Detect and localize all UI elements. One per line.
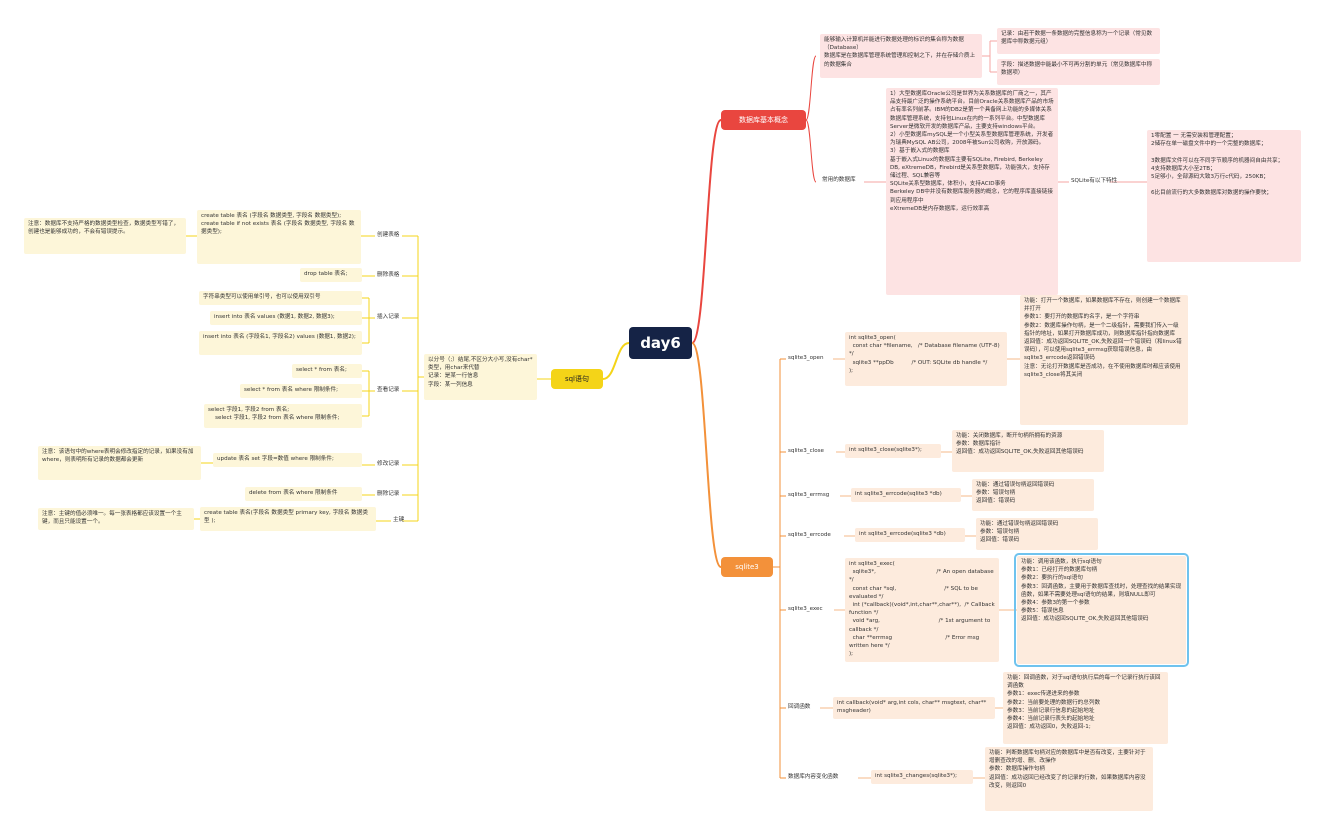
sqlite3-errcode-code[interactable]: int sqlite3_errcode(sqlite3 *db) — [855, 528, 965, 542]
drop-table-node[interactable]: drop table 表名; — [300, 268, 362, 282]
sqlite3-errmsg-desc[interactable]: 功能：通过错误句柄返回错误码 参数：错误句柄 返回值：错误码 — [972, 479, 1094, 511]
connector-line — [691, 119, 722, 344]
query-all-node[interactable]: select * from 表名; — [292, 364, 362, 378]
query-where-node[interactable]: select * from 表名 where 限制条件; — [240, 384, 362, 398]
changes-desc[interactable]: 功能：判断数据库句柄对应的数据库中是否有改变，主要针对于增删查改的增、删、改操作… — [985, 747, 1153, 811]
delete-node[interactable]: delete from 表名 where 限制条件 — [245, 487, 362, 501]
sqlite3-exec-label[interactable]: sqlite3_exec — [788, 606, 823, 612]
sqlite-features-node[interactable]: 1零配置 一 无需安装和管理配置； 2储存在单一磁盘文件中的一个完整的数据库； … — [1147, 130, 1301, 262]
callback-label[interactable]: 回调函数 — [788, 704, 811, 710]
create-table-node[interactable]: create table 表名 (字段名 数据类型, 字段名 数据类型); cr… — [197, 210, 361, 264]
sqlite3-open-label[interactable]: sqlite3_open — [788, 355, 824, 361]
root-node[interactable]: day6 — [629, 327, 692, 359]
sqlite3-node[interactable]: sqlite3 — [721, 557, 773, 577]
sqlite3-errmsg-label[interactable]: sqlite3_errmsg — [788, 492, 830, 498]
callback-code[interactable]: int callback(void* arg,int cols, char** … — [833, 697, 995, 719]
sqlite3-errcode-desc[interactable]: 功能：通过错误句柄返回错误码 参数：错误句柄 返回值：错误码 — [976, 518, 1098, 550]
primary-key-node[interactable]: create table 表名(字段名 数据类型 primary key, 字段… — [200, 507, 376, 531]
connector-line — [805, 55, 817, 121]
db-concepts-node[interactable]: 数据库基本概念 — [721, 110, 806, 130]
common-db-label[interactable]: 常用的数据库 — [822, 177, 856, 183]
create-table-label[interactable]: 创建表格 — [377, 232, 400, 238]
sql-node[interactable]: sql语句 — [551, 369, 603, 389]
common-db-node[interactable]: 1）大型数据库Oracle公司是世界为关系数据库的厂商之一，其产品支持最广泛的操… — [886, 88, 1058, 295]
changes-code[interactable]: int sqlite3_changes(sqlite3*); — [871, 770, 973, 784]
insert-values-node[interactable]: insert into 表名 values (数据1, 数据2, 数据3); — [210, 311, 362, 325]
update-node[interactable]: update 表名 set 字段=数值 where 限制条件; — [213, 453, 362, 467]
callback-desc[interactable]: 功能：回调函数，对于sql语句执行后的每一个记录行执行该回调函数 参数1：exe… — [1003, 672, 1168, 744]
update-label[interactable]: 修改记录 — [377, 461, 400, 467]
drop-table-label[interactable]: 删除表格 — [377, 272, 400, 278]
connector-line — [805, 119, 817, 183]
primary-key-note[interactable]: 注意：主键的值必须唯一。每一张表格都应该设置一个主键，而且只能设置一个。 — [38, 508, 194, 530]
connector-line — [691, 342, 722, 568]
sqlite3-close-code[interactable]: int sqlite3_close(sqlite3*); — [845, 444, 941, 458]
create-table-note[interactable]: 注意：数据库不支持严格的数据类型检查，数据类型写错了，创建也是能够成功的，不会有… — [24, 218, 186, 254]
sqlite3-close-desc[interactable]: 功能：关闭数据库，断开句柄所拥有的资源 参数：数据库指针 返回值：成功返回SQL… — [952, 430, 1104, 472]
sqlite3-open-code[interactable]: int sqlite3_open( const char *filename, … — [845, 332, 1007, 386]
sqlite3-close-label[interactable]: sqlite3_close — [788, 448, 824, 454]
insert-note-node[interactable]: 字符串类型可以使用单引号，也可以使用双引号 — [199, 291, 362, 305]
sql-hub-node[interactable]: 以分号（;）结尾,不区分大小写,没有char*类型，用char来代替 记录：是某… — [424, 354, 537, 400]
sqlite3-open-desc[interactable]: 功能：打开一个数据库，如果数据库不存在，则创建一个数据库并打开 参数1：要打开的… — [1020, 295, 1188, 425]
update-note[interactable]: 注意：该语句中的where表明会修改指定的记录，如果没有加where，则表明所有… — [38, 446, 201, 480]
insert-label[interactable]: 插入记录 — [377, 314, 400, 320]
delete-label[interactable]: 删除记录 — [377, 491, 400, 497]
connector-line — [602, 342, 630, 380]
primary-key-label[interactable]: 主键 — [393, 517, 405, 523]
insert-fields-node[interactable]: insert into 表名 (字段名1, 字段名2) values (数据1,… — [199, 331, 362, 355]
sqlite3-errmsg-code[interactable]: int sqlite3_errcode(sqlite3 *db) — [851, 488, 961, 502]
sqlite3-exec-code[interactable]: int sqlite3_exec( sqlite3*, /* An open d… — [845, 558, 999, 662]
query-label[interactable]: 查看记录 — [377, 387, 400, 393]
db-definition-node[interactable]: 能够输入计算机并能进行数据处理的标识的集合称为数据 （Database） 数据库… — [820, 34, 982, 78]
field-node[interactable]: 字段：描述数据中能最小不可再分割的单元（常见数据库中称数据项） — [997, 59, 1160, 85]
record-node[interactable]: 记录：由若干数据一条数据的完整信息称为一个记录（常见数据库中称数据元组） — [997, 28, 1160, 54]
query-fields-node[interactable]: select 字段1, 字段2 from 表名; select 字段1, 字段2… — [204, 404, 362, 428]
sqlite3-errcode-label[interactable]: sqlite3_errcode — [788, 532, 831, 538]
sqlite3-exec-desc[interactable]: 功能：调用该函数，执行sql语句 参数1：已经打开的数据库句柄 参数2：要执行的… — [1014, 553, 1189, 667]
changes-label[interactable]: 数据库内容变化函数 — [788, 774, 839, 780]
sqlite-features-label[interactable]: SQLite有以下特性 — [1071, 178, 1118, 184]
